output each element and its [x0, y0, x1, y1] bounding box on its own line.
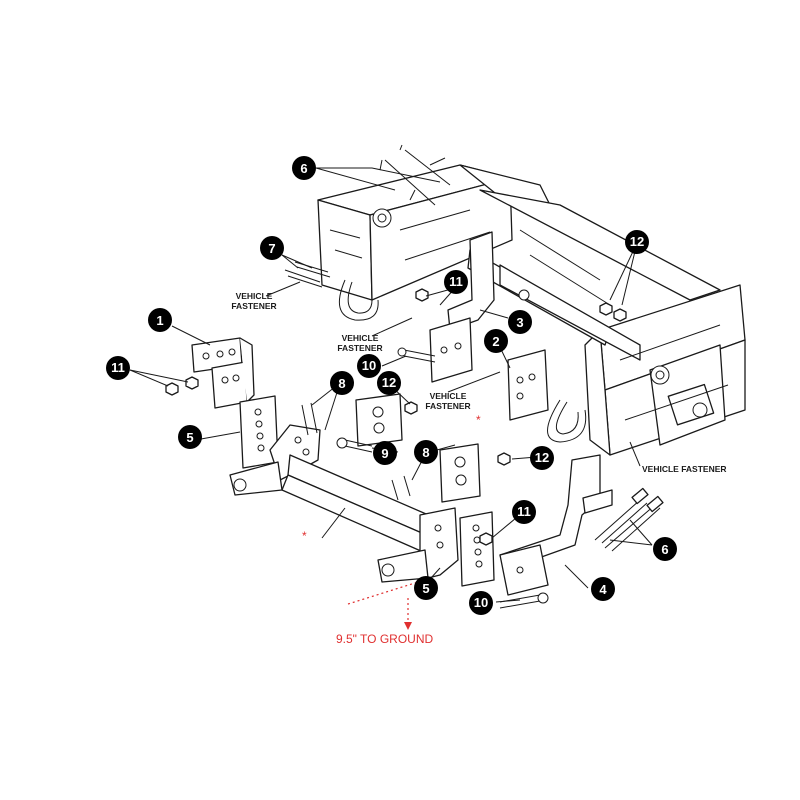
- part-6-bolts-lower: [594, 487, 664, 552]
- fastener-labels: VEHICLE FASTENER VEHICLE FASTENER VEHICL…: [231, 291, 726, 474]
- receiver-crossbar: [229, 424, 459, 583]
- callout-11-left: 11: [106, 356, 130, 380]
- callout-6-bottom: 6: [653, 537, 677, 561]
- part-2-bracket: [507, 349, 549, 421]
- callout-11-top-number: 11: [449, 274, 463, 289]
- ground-arrow-head: [404, 622, 412, 630]
- callout-5-left-number: 5: [186, 430, 193, 445]
- callout-12-top: 12: [625, 230, 649, 254]
- vehicle-fastener-label-center-line2: FASTENER: [337, 343, 382, 353]
- vehicle-frame: [317, 144, 746, 456]
- asterisk-mark-lower: *: [302, 529, 307, 543]
- callout-6-bottom-number: 6: [661, 542, 668, 557]
- vehicle-fastener-label-center-line1: VEHICLE: [342, 333, 379, 343]
- callout-11-right-number: 11: [517, 504, 531, 519]
- vehicle-fastener-label-left-line2: FASTENER: [231, 301, 276, 311]
- callout-5-right-number: 5: [422, 581, 429, 596]
- ground-clearance-note: * * 9.5" TO GROUND: [302, 413, 481, 646]
- vehicle-fastener-label-right: VEHICLE FASTENER: [642, 464, 727, 474]
- vehicle-fastener-label-mid-line1: VEHICLE: [430, 391, 467, 401]
- part-4-brace: [499, 454, 613, 596]
- callout-8-lower-number: 8: [422, 445, 429, 460]
- part-3-adaptor-arm: [429, 231, 495, 383]
- callout-5-right: 5: [414, 576, 438, 600]
- ground-dotted-line: [347, 581, 419, 605]
- callout-11-left-number: 11: [111, 360, 125, 375]
- callout-8-upper: 8: [330, 371, 354, 395]
- callout-12-mid: 12: [377, 371, 401, 395]
- callouts: 1 2 3 4 5 5 6 6 7 8 8 9 10 10 11 11 11 1…: [106, 156, 677, 615]
- part-8-plate-upper: [355, 393, 403, 447]
- callout-8-lower: 8: [414, 440, 438, 464]
- callout-11-top: 11: [444, 270, 468, 294]
- loose-fasteners: [165, 261, 627, 609]
- callout-1: 1: [148, 308, 172, 332]
- part-5-plate-left: [239, 395, 279, 469]
- callout-12-top-number: 12: [630, 234, 644, 249]
- callout-4-number: 4: [599, 582, 607, 597]
- callout-9-number: 9: [381, 446, 388, 461]
- callout-12-right: 12: [530, 446, 554, 470]
- asterisk-mark-upper: *: [476, 413, 481, 427]
- callout-12-mid-number: 12: [382, 375, 396, 390]
- callout-6-top-number: 6: [300, 161, 307, 176]
- callout-8-upper-number: 8: [338, 376, 345, 391]
- callout-10-lower: 10: [469, 591, 493, 615]
- callout-4: 4: [591, 577, 615, 601]
- callout-10-lower-number: 10: [474, 595, 488, 610]
- callout-7-number: 7: [268, 241, 275, 256]
- callout-11-right: 11: [512, 500, 536, 524]
- callout-2: 2: [484, 329, 508, 353]
- callout-9: 9: [373, 441, 397, 465]
- callout-5-left: 5: [178, 425, 202, 449]
- ground-clearance-text: 9.5" TO GROUND: [336, 632, 434, 646]
- callout-3: 3: [508, 310, 532, 334]
- part-1-bracket: [191, 337, 255, 409]
- part-5-plate-right: [459, 511, 495, 587]
- callout-6-top: 6: [292, 156, 316, 180]
- callout-1-number: 1: [156, 313, 163, 328]
- callout-10-upper-number: 10: [362, 358, 376, 373]
- callout-2-number: 2: [492, 334, 499, 349]
- callout-3-number: 3: [516, 315, 523, 330]
- callout-12-right-number: 12: [535, 450, 549, 465]
- part-8-plate-lower: [439, 443, 481, 503]
- callout-7: 7: [260, 236, 284, 260]
- callout-10-upper: 10: [357, 354, 381, 378]
- vehicle-fastener-label-left-line1: VEHICLE: [236, 291, 273, 301]
- vehicle-fastener-label-mid-line2: FASTENER: [425, 401, 470, 411]
